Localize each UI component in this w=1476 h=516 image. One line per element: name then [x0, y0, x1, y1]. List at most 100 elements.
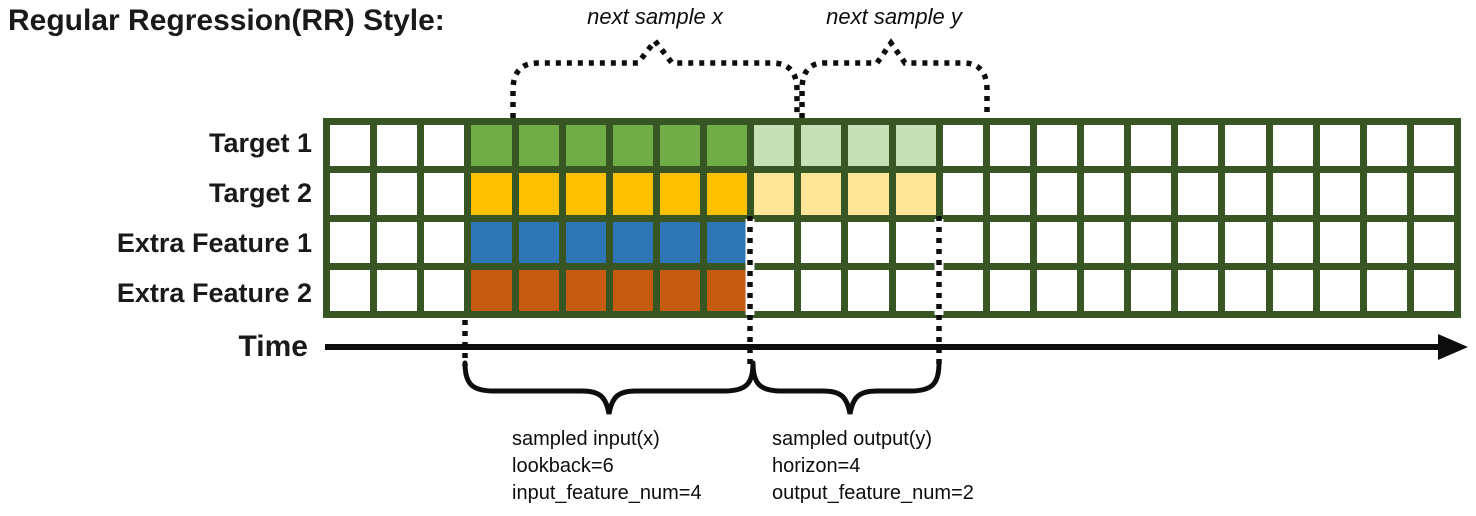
- grid-cell-r4-c2: [377, 269, 418, 311]
- grid-cell-r1-c21: [1272, 125, 1313, 167]
- grid-cell-r2-c3: [424, 173, 465, 215]
- grid-cell-r2-c11: [801, 173, 842, 215]
- grid-cell-r4-c12: [848, 269, 889, 311]
- grid-cell-r2-c6: [565, 173, 606, 215]
- row-label-target-2: Target 2: [208, 178, 312, 208]
- row-label-target-1: Target 1: [208, 128, 312, 158]
- lookback-value: lookback=6: [512, 455, 614, 477]
- grid-cell-r3-c11: [801, 221, 842, 263]
- grid-cell-r2-c2: [377, 173, 418, 215]
- grid-cell-r4-c18: [1131, 269, 1172, 311]
- grid-cell-r3-c12: [848, 221, 889, 263]
- next-sample-y-label: next sample y: [826, 4, 962, 29]
- grid-cell-r1-c16: [1036, 125, 1077, 167]
- grid-cell-r2-c22: [1319, 173, 1360, 215]
- time-axis-label: Time: [238, 330, 308, 363]
- grid-cell-r3-c22: [1319, 221, 1360, 263]
- grid-cell-r3-c8: [659, 221, 700, 263]
- grid-cell-r4-c9: [707, 269, 748, 311]
- grid-cell-r1-c8: [659, 125, 700, 167]
- grid-cell-r1-c15: [989, 125, 1030, 167]
- output-feature-num-value: output_feature_num=2: [772, 482, 974, 504]
- grid-cell-r4-c5: [518, 269, 559, 311]
- time-arrow-head: [1438, 334, 1468, 360]
- sampled-input-brace: [462, 360, 756, 415]
- grid-cell-r4-c15: [989, 269, 1030, 311]
- grid-cell-r2-c19: [1178, 173, 1219, 215]
- grid-cell-r4-c14: [942, 269, 983, 311]
- grid-cell-r3-c1: [330, 221, 371, 263]
- next-sample-x-brace: [510, 36, 800, 118]
- row-label-extra-feature-2: Extra Feature 2: [116, 278, 312, 308]
- grid-cell-r3-c20: [1225, 221, 1266, 263]
- grid-cell-r2-c10: [754, 173, 795, 215]
- input-feature-num-value: input_feature_num=4: [512, 482, 702, 504]
- grid-cell-r2-c8: [659, 173, 700, 215]
- grid-cell-r3-c21: [1272, 221, 1313, 263]
- grid-cell-r2-c15: [989, 173, 1030, 215]
- grid-cell-r3-c5: [518, 221, 559, 263]
- grid-cell-r3-c3: [424, 221, 465, 263]
- grid-cell-r1-c24: [1413, 125, 1454, 167]
- grid-cell-r1-c6: [565, 125, 606, 167]
- horizon-value: horizon=4: [772, 455, 861, 477]
- grid-cell-r4-c7: [612, 269, 653, 311]
- grid-cell-r1-c1: [330, 125, 371, 167]
- grid-cell-r1-c7: [612, 125, 653, 167]
- grid-cell-r2-c4: [471, 173, 512, 215]
- next-sample-x-label: next sample x: [587, 4, 723, 29]
- grid-cell-r2-c16: [1036, 173, 1077, 215]
- diagram-title: Regular Regression(RR) Style:: [8, 4, 445, 37]
- grid-cell-r4-c23: [1366, 269, 1407, 311]
- grid-cell-r3-c14: [942, 221, 983, 263]
- sampled-input-annotation: sampled input(x) lookback=6 input_featur…: [512, 426, 702, 507]
- grid-cell-r3-c18: [1131, 221, 1172, 263]
- grid-cell-r2-c24: [1413, 173, 1454, 215]
- grid-cell-r1-c19: [1178, 125, 1219, 167]
- grid-cell-r3-c9: [707, 221, 748, 263]
- grid-cell-r4-c20: [1225, 269, 1266, 311]
- grid-cell-r1-c14: [942, 125, 983, 167]
- grid-cell-r2-c17: [1084, 173, 1125, 215]
- sampled-input-title: sampled input(x): [512, 428, 660, 450]
- grid-cell-r1-c22: [1319, 125, 1360, 167]
- grid-cell-r4-c10: [754, 269, 795, 311]
- grid-cell-r3-c4: [471, 221, 512, 263]
- grid-cell-r1-c10: [754, 125, 795, 167]
- grid-cell-r2-c14: [942, 173, 983, 215]
- grid-cell-r2-c12: [848, 173, 889, 215]
- sampled-output-title: sampled output(y): [772, 428, 933, 450]
- grid-cell-r4-c1: [330, 269, 371, 311]
- grid-cell-r4-c6: [565, 269, 606, 311]
- grid-cell-r3-c17: [1084, 221, 1125, 263]
- grid-cell-r3-c13: [895, 221, 936, 263]
- grid-cell-r1-c5: [518, 125, 559, 167]
- grid-cell-r4-c16: [1036, 269, 1077, 311]
- grid-cell-r2-c1: [330, 173, 371, 215]
- grid-cell-r1-c2: [377, 125, 418, 167]
- grid-cell-r4-c22: [1319, 269, 1360, 311]
- grid-cell-r3-c10: [754, 221, 795, 263]
- sampled-output-annotation: sampled output(y) horizon=4 output_featu…: [772, 426, 974, 507]
- grid-cell-r2-c5: [518, 173, 559, 215]
- grid-cell-r2-c23: [1366, 173, 1407, 215]
- grid-cell-r2-c13: [895, 173, 936, 215]
- grid-cell-r4-c24: [1413, 269, 1454, 311]
- grid-cell-r1-c9: [707, 125, 748, 167]
- row-label-extra-feature-1: Extra Feature 1: [116, 228, 312, 258]
- grid-cell-r2-c9: [707, 173, 748, 215]
- grid-cell-r3-c24: [1413, 221, 1454, 263]
- grid-cell-r4-c21: [1272, 269, 1313, 311]
- grid-cell-r1-c12: [848, 125, 889, 167]
- grid-cell-r4-c3: [424, 269, 465, 311]
- grid-cell-r2-c7: [612, 173, 653, 215]
- grid-cell-r2-c20: [1225, 173, 1266, 215]
- grid-cell-r4-c4: [471, 269, 512, 311]
- grid-cell-r2-c21: [1272, 173, 1313, 215]
- grid-cell-r1-c20: [1225, 125, 1266, 167]
- grid-cell-r1-c17: [1084, 125, 1125, 167]
- next-sample-y-brace: [799, 38, 990, 118]
- grid-cell-r3-c7: [612, 221, 653, 263]
- grid-cell-r1-c3: [424, 125, 465, 167]
